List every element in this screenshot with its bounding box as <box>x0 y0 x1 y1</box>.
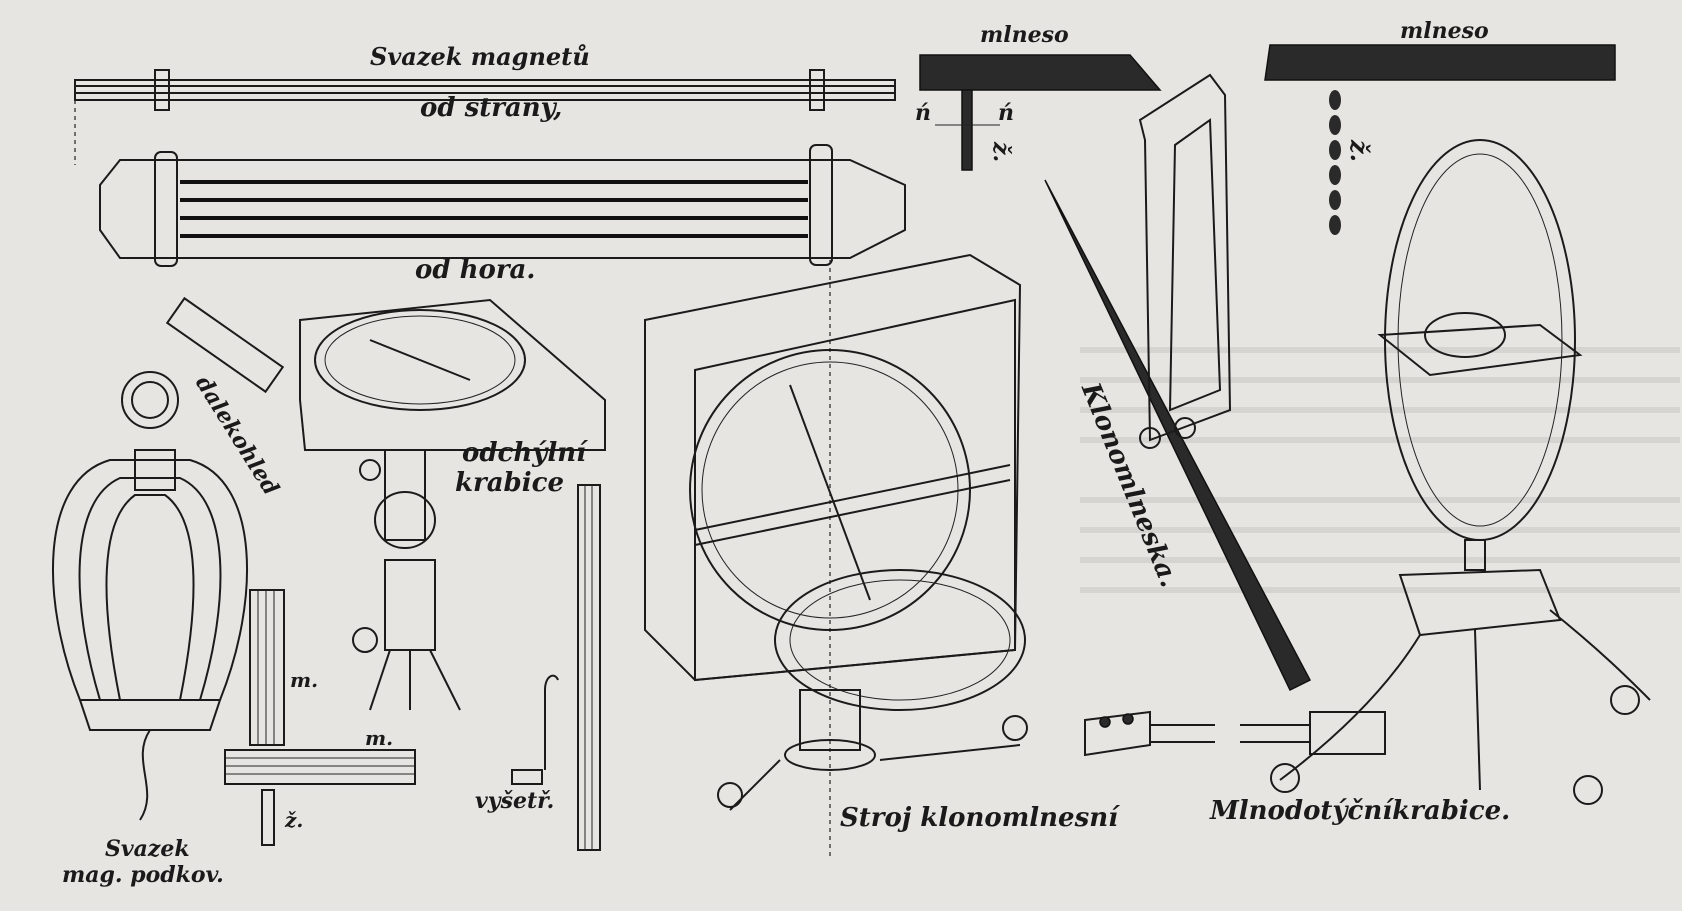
clamp-piece <box>1084 710 1215 757</box>
magnet-bundle-top-view <box>99 144 906 860</box>
label-mag-podkov: mag. podkov. <box>62 862 224 888</box>
magnet-bundle-side-view <box>74 69 896 165</box>
examiner-hook <box>511 484 601 851</box>
label-odchylni: odchýlní <box>462 438 587 468</box>
label-z-small-left: ž. <box>988 142 1014 163</box>
declination-box <box>165 296 606 711</box>
mlneso-plate-right <box>1264 44 1616 235</box>
label-mlneso-left: mlneso <box>980 22 1069 48</box>
label-mlnodotycnikrabice: Mlnodotýčníkrabice. <box>1210 796 1511 826</box>
ring-box-tripod <box>1240 139 1651 805</box>
label-stroj-klonomlnesni: Stroj klonomlnesní <box>840 803 1119 833</box>
label-svazek-magnetu: Svazek magnetů <box>370 42 590 71</box>
label-m-horizontal: m. <box>365 726 394 750</box>
label-n-left: ń <box>915 100 931 126</box>
mlneso-plate-left <box>919 54 1162 171</box>
label-krabice: krabice <box>455 468 564 498</box>
label-svazek: Svazek <box>105 836 190 862</box>
label-n-right: ń <box>998 100 1014 126</box>
label-od-strany: od strany, <box>420 93 563 123</box>
inclination-needle <box>1044 73 1312 692</box>
label-z-small-right: ž. <box>1345 140 1374 162</box>
label-z-bar: ž. <box>285 808 304 832</box>
test-bars <box>224 589 416 846</box>
label-vysetr: vyšetř. <box>475 788 555 814</box>
label-m-vertical: m. <box>290 668 319 692</box>
label-od-hora: od hora. <box>415 255 536 285</box>
label-mlneso-right: mlneso <box>1400 18 1489 44</box>
inclination-machine <box>644 253 1028 811</box>
horseshoe-magnet-bundle <box>52 371 248 821</box>
